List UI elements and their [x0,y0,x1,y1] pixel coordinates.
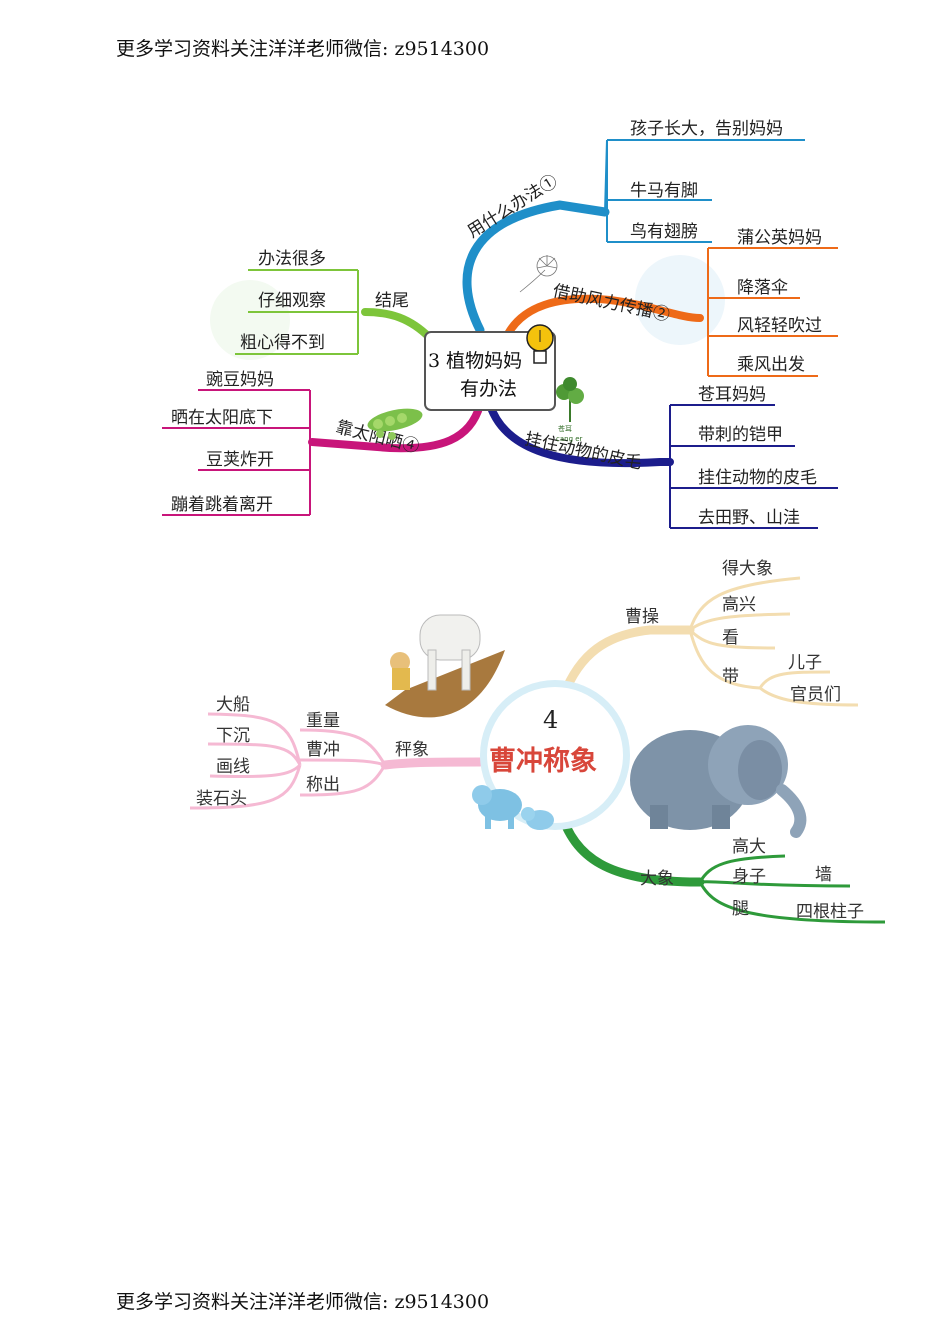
leaf-dandelion: 蒲公英妈妈 [737,228,822,248]
mind-map-plants: 用什么办法① 孩子长大，告别妈妈 牛马有脚 鸟有翅膀 借助风力传播② 蒲公英妈妈… [162,119,838,529]
mid-caochong: 曹冲 [306,740,340,760]
branch-scale: 秤象 重量 曹冲 称出 大船 下沉 画线 装石头 [189,695,485,810]
leaf-pod-burst: 豆荚炸开 [206,450,274,470]
leaf-fields: 去田野、山洼 [698,508,800,528]
leaf-careless: 粗心得不到 [240,333,325,353]
mind-map-elephant: 曹操 得大象 高兴 看 带 儿子 官员们 秤象 重量 曹冲 称出 大船 下沉 画… [189,559,886,924]
cocklebur-plant-icon: 苍耳 cang er [556,377,584,443]
watermark-logo [210,255,725,360]
center-topic-elephant: 4 曹冲称象 [480,680,630,830]
boat-elephant-illustration [385,614,505,718]
leaf-son: 儿子 [788,653,822,673]
header-text: 更多学习资料关注洋洋老师微信: z9514300 [116,38,490,60]
leaf-in-sun: 晒在太阳底下 [171,408,273,428]
mid-weigh-out: 称出 [306,775,340,795]
leaf-cocklebur: 苍耳妈妈 [698,385,766,405]
branch-label-ending: 结尾 [375,291,409,311]
leaf-big-boat: 大船 [216,695,250,715]
branch-label-elephant: 大象 [640,869,674,889]
elephant-illustration [630,725,807,838]
leaf-parachute: 降落伞 [737,278,788,298]
center-topic-plants: 3 植物妈妈 有办法 [424,324,556,411]
footer-text: 更多学习资料关注洋洋老师微信: z9514300 [116,1291,490,1313]
leaf-draw-line: 画线 [216,757,250,777]
branch-label-fur: 挂住动物的皮毛 [523,429,644,473]
branch-ending: 结尾 办法很多 仔细观察 粗心得不到 [235,249,434,355]
leaf-pea-mom: 豌豆妈妈 [206,370,274,390]
leaf-birds-wings: 鸟有翅膀 [630,222,698,242]
leaf-four-pillars: 四根柱子 [796,902,864,922]
leaf-wall: 墙 [815,865,832,885]
plant-caption: 苍耳 [558,424,572,433]
leaf-hang-fur: 挂住动物的皮毛 [698,468,817,488]
branch-caocao: 曹操 得大象 高兴 看 带 儿子 官员们 [555,559,859,710]
leaf-got-elephant: 得大象 [722,559,773,579]
leaf-spiky-armor: 带刺的铠甲 [698,425,783,445]
leaf-happy: 高兴 [722,595,756,615]
leaf-ride-wind: 乘风出发 [737,355,805,375]
center-title: 曹冲称象 [489,745,597,777]
leaf-breeze: 风轻轻吹过 [737,316,822,336]
leaf-bring: 带 [722,667,739,687]
dandelion-icon [519,255,558,293]
mid-legs: 腿 [732,899,749,919]
mid-weight: 重量 [306,711,340,731]
leaf-sink: 下沉 [216,726,250,746]
leaf-kids-grow: 孩子长大，告别妈妈 [630,119,783,139]
baby-elephants-illustration [472,785,554,830]
leaf-observe: 仔细观察 [258,291,326,311]
leaf-load-stones: 装石头 [196,789,247,809]
leaf-many-ways: 办法很多 [258,249,326,269]
leaf-jump-away: 蹦着跳着离开 [171,495,273,515]
leaf-look: 看 [722,628,739,648]
leaf-officials: 官员们 [790,685,841,705]
branch-label-caocao: 曹操 [625,607,659,627]
peas-icon [367,408,423,440]
lightbulb-icon [526,324,554,364]
mid-tall: 高大 [732,837,766,857]
branch-label-scale: 秤象 [395,740,429,760]
center-title-line2: 有办法 [460,378,517,400]
center-title-line1: 3 植物妈妈 [428,350,522,372]
plant-caption-en: cang er [556,435,583,443]
leaf-cattle-horse: 牛马有脚 [630,181,698,201]
center-number: 4 [543,706,558,734]
mid-body: 身子 [732,867,766,887]
